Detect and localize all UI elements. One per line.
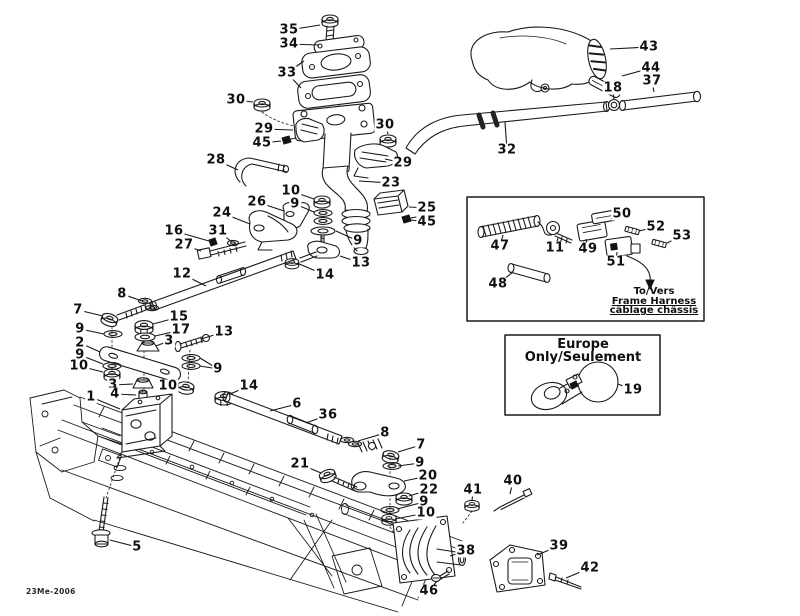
- frame-harness-note: To/Vers Frame Harness câblage châssis: [595, 287, 713, 316]
- callout-8: 8: [379, 425, 391, 441]
- callout-32: 32: [496, 142, 518, 158]
- callout-48: 48: [487, 276, 509, 292]
- callout-9: 9: [74, 321, 86, 337]
- europe-inset-border: [504, 334, 661, 416]
- callout-18: 18: [602, 80, 624, 96]
- europe-title-line-2: Only/Seulement: [524, 349, 642, 365]
- callout-7: 7: [72, 302, 84, 318]
- callout-35: 35: [278, 22, 300, 38]
- callout-30: 30: [225, 92, 247, 108]
- callout-29: 29: [253, 121, 275, 137]
- callout-28: 28: [205, 152, 227, 168]
- frame-harness-inset-border: [466, 196, 705, 322]
- callout-1: 1: [85, 389, 97, 405]
- callout-7: 7: [415, 437, 427, 453]
- tie-rod-lower-drawing: [214, 391, 413, 526]
- callout-14: 14: [238, 378, 260, 394]
- callout-10: 10: [157, 378, 179, 394]
- callout-46: 46: [418, 583, 440, 599]
- callout-27: 27: [173, 237, 195, 253]
- harness-note-line-1: To/Vers: [633, 286, 675, 297]
- callout-31: 31: [207, 223, 229, 239]
- callout-52: 52: [645, 219, 667, 235]
- bolt-5-drawing: [91, 496, 111, 548]
- harness-arrow-icon: [645, 279, 655, 290]
- steering-support-block-1-drawing: [116, 393, 173, 459]
- callout-13: 13: [213, 324, 235, 340]
- steering-column-drawing: [321, 132, 371, 256]
- callout-4: 4: [109, 386, 121, 402]
- column-lower-hardware-drawing: [284, 195, 341, 270]
- fasteners-40-41-drawing: [464, 488, 533, 512]
- callout-38: 38: [455, 543, 477, 559]
- callout-21: 21: [289, 456, 311, 472]
- callout-23: 23: [380, 175, 402, 191]
- diagram-code: 23Me-2006: [26, 587, 76, 596]
- callout-42: 42: [579, 560, 601, 576]
- callout-24: 24: [211, 205, 233, 221]
- callout-51: 51: [605, 254, 627, 270]
- callout-5: 5: [131, 539, 143, 555]
- callout-12: 12: [171, 266, 193, 282]
- support-block-25-drawing: [373, 189, 417, 224]
- callout-49: 49: [577, 241, 599, 257]
- harness-note-line-2: Frame Harness: [611, 295, 697, 307]
- europe-title-line-1: Europe: [557, 337, 609, 352]
- callout-41: 41: [462, 482, 484, 498]
- callout-33: 33: [276, 65, 298, 81]
- callout-13: 13: [350, 255, 372, 271]
- callout-36: 36: [317, 407, 339, 423]
- callout-16: 16: [163, 223, 185, 239]
- callout-50: 50: [611, 206, 633, 222]
- callout-45: 45: [251, 135, 273, 151]
- mount-bracket-drawing: [489, 544, 582, 593]
- callout-45: 45: [416, 214, 438, 230]
- callout-8: 8: [116, 286, 128, 302]
- callout-39: 39: [548, 538, 570, 554]
- callout-10: 10: [415, 505, 437, 521]
- callout-9: 9: [212, 361, 224, 377]
- callout-29: 29: [392, 155, 414, 171]
- callout-19: 19: [622, 382, 644, 398]
- callout-47: 47: [489, 238, 511, 254]
- callout-14: 14: [314, 267, 336, 283]
- callout-34: 34: [278, 36, 300, 52]
- callout-53: 53: [671, 228, 693, 244]
- callout-9: 9: [289, 196, 301, 212]
- callout-30: 30: [374, 117, 396, 133]
- callout-11: 11: [544, 240, 566, 256]
- europe-inset-drawing: [504, 334, 661, 416]
- europe-only-title: Europe Only/Seulement: [512, 337, 654, 365]
- callout-10: 10: [68, 358, 90, 374]
- callout-9: 9: [352, 233, 364, 249]
- callout-3: 3: [163, 333, 175, 349]
- callout-25: 25: [416, 200, 438, 216]
- callout-20: 20: [417, 468, 439, 484]
- callout-6: 6: [291, 396, 303, 412]
- callout-26: 26: [246, 194, 268, 210]
- callout-43: 43: [638, 39, 660, 55]
- callout-40: 40: [502, 473, 524, 489]
- column-clamps-drawing: [234, 98, 399, 187]
- callout-37: 37: [641, 73, 663, 89]
- harness-note-line-3: câblage châssis: [609, 305, 699, 316]
